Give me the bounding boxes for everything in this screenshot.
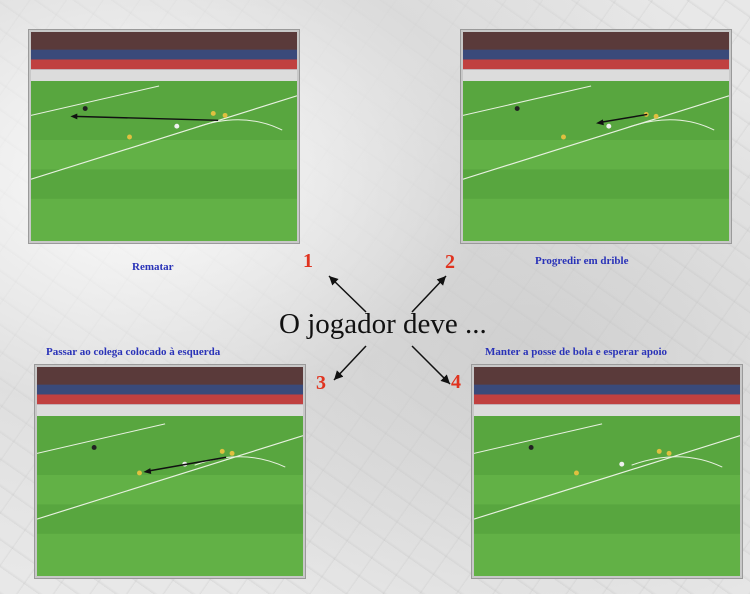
option-number-3: 3 [316,372,326,394]
arrow-to-1 [328,275,367,313]
football-pitch-icon [31,32,297,241]
football-pitch-icon [37,367,303,576]
arrow-to-2 [411,275,447,313]
option-number-1: 1 [303,250,313,272]
option-caption-3: Passar ao colega colocado à esquerda [46,346,221,358]
football-pitch-icon [463,32,729,241]
scene-panel-3 [35,365,305,578]
arrow-to-4 [411,345,451,385]
scene-panel-1 [29,30,299,243]
option-number-4: 4 [451,371,461,393]
option-caption-1: Rematar [132,261,174,273]
football-pitch-icon [474,367,740,576]
arrow-to-3 [333,345,367,381]
option-number-2: 2 [445,251,455,273]
scene-panel-2 [461,30,731,243]
center-question: O jogador deve ... [279,308,487,340]
option-caption-2: Progredir em drible [535,255,629,267]
option-caption-4: Manter a posse de bola e esperar apoio [485,346,667,358]
scene-panel-4 [472,365,742,578]
